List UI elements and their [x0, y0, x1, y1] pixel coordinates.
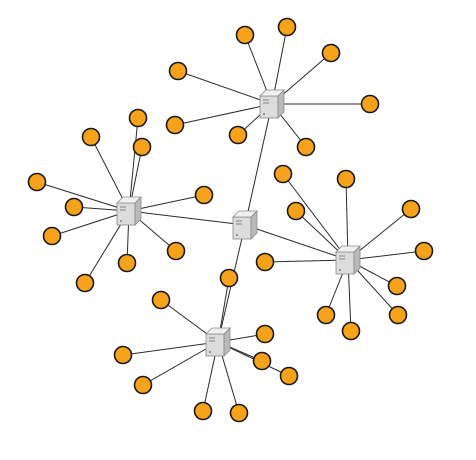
hub-right-leaf-node: [336, 169, 356, 189]
hub-bottom-leaf-node: [193, 401, 213, 421]
hub-right-server-icon: [335, 245, 361, 275]
hub-link-0: [244, 103, 273, 226]
hub-top-leaf-node: [168, 61, 188, 81]
hub-top-leaf-node: [360, 94, 380, 114]
hub-top-leaf-node: [296, 137, 316, 157]
hub-right-leaf-node: [341, 321, 361, 341]
hub-bottom-leaf-node: [255, 324, 275, 344]
hub-bottom-leaf-node: [219, 268, 239, 288]
hub-left-leaf-node: [81, 127, 101, 147]
hub-right-leaf-node: [414, 241, 434, 261]
hub-top-leaf-node: [235, 25, 255, 45]
hub-left-spoke-5: [128, 194, 205, 212]
hub-left-server-icon: [116, 196, 142, 226]
hub-right-leaf-node: [273, 164, 293, 184]
hub-right-spoke-0: [282, 173, 349, 261]
hub-bottom-server-icon: [205, 327, 231, 357]
hub-top-leaf-node: [165, 115, 185, 135]
hub-top-server-icon: [259, 89, 285, 119]
hub-bottom-spoke-6: [142, 341, 219, 386]
hub-right-leaf-node: [255, 252, 275, 272]
hub-left-spoke-0: [128, 117, 139, 212]
leaf-nodes: [27, 17, 434, 423]
hub-top-spoke-5: [174, 103, 273, 126]
hub-top-leaf-node: [277, 17, 297, 37]
hub-left-leaf-node: [75, 273, 95, 293]
hub-left-spoke-6: [51, 210, 130, 237]
hub-bottom-leaf-node: [151, 290, 171, 310]
hub-right-leaf-node: [316, 305, 336, 325]
hub-left-leaf-node: [27, 172, 47, 192]
hub-left-leaf-node: [166, 241, 186, 261]
hub-link-1: [128, 210, 246, 226]
server-nodes: [116, 89, 361, 357]
hub-left-leaf-node: [128, 108, 148, 128]
hub-right-leaf-node: [401, 199, 421, 219]
hub-bottom-leaf-node: [133, 375, 153, 395]
hub-right-leaf-node: [388, 305, 408, 325]
hub-right-spoke-4: [264, 259, 349, 263]
hub-center-server-icon: [232, 210, 258, 240]
edges: [36, 26, 425, 414]
hub-bottom-leaf-node: [279, 366, 299, 386]
hub-left-leaf-node: [132, 137, 152, 157]
hub-left-leaf-node: [42, 226, 62, 246]
hub-left-spoke-3: [36, 181, 130, 212]
hub-bottom-leaf-node: [229, 403, 249, 423]
hub-left-leaf-node: [194, 185, 214, 205]
hub-left-leaf-node: [64, 197, 84, 217]
hub-right-spoke-5: [347, 250, 425, 261]
hub-top-leaf-node: [228, 125, 248, 145]
hub-left-leaf-node: [117, 253, 137, 273]
hub-bottom-spoke-3: [122, 341, 219, 356]
hub-top-leaf-node: [321, 43, 341, 63]
hub-bottom-leaf-node: [113, 345, 133, 365]
hub-top-spoke-3: [177, 70, 273, 105]
hub-bottom-leaf-node: [252, 351, 272, 371]
hub-right-leaf-node: [387, 276, 407, 296]
hub-right-leaf-node: [286, 201, 306, 221]
hub-link-2: [244, 224, 349, 261]
